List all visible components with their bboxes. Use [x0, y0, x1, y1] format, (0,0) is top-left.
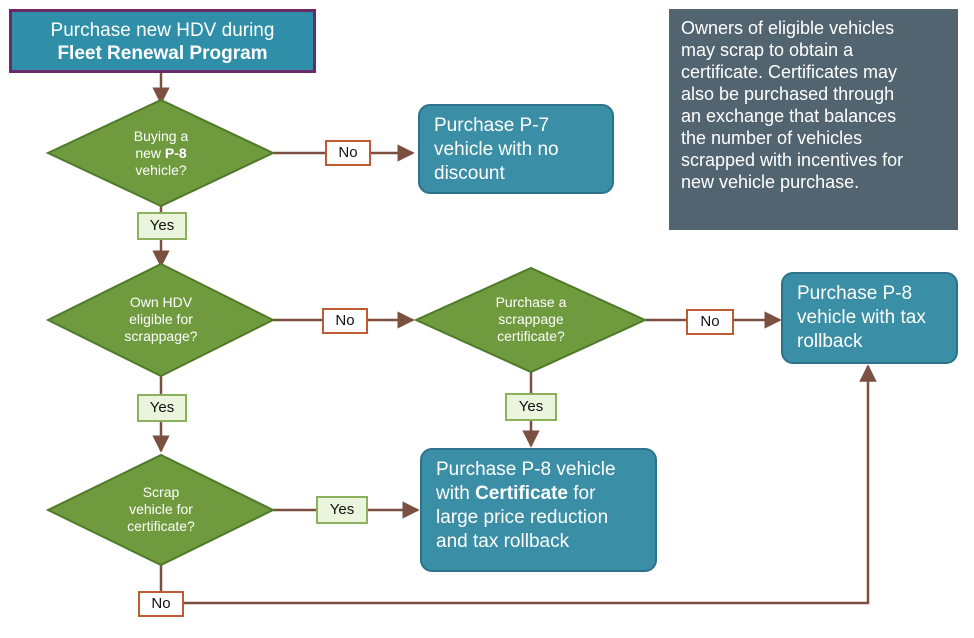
- no-label-scrap: No: [138, 591, 184, 617]
- note-line: certificate. Certificates may: [681, 62, 898, 82]
- decision-line: eligible for: [129, 311, 193, 327]
- decision-line: scrappage?: [124, 328, 198, 344]
- note-line: new vehicle purchase.: [681, 172, 860, 192]
- outcome-line: large price reduction: [436, 507, 609, 528]
- note-line: the number of vehicles: [681, 128, 863, 148]
- note-line: Owners of eligible vehicles: [681, 18, 895, 38]
- decision-own-hdv-diamond[interactable]: [45, 262, 276, 378]
- connector-scrap-no-to-p8-tax: [159, 364, 877, 605]
- title-box[interactable]: Purchase new HDV during Fleet Renewal Pr…: [9, 9, 316, 73]
- outcome-line: discount: [434, 163, 505, 184]
- decision-purchase-cert-diamond[interactable]: [413, 266, 648, 374]
- title-line-1: Purchase new HDV during: [50, 20, 275, 41]
- outcome-line-suffix: for: [568, 483, 596, 504]
- outcome-line: vehicle with no: [434, 139, 559, 160]
- outcome-line: vehicle with tax: [797, 307, 926, 328]
- decision-line: Scrap: [142, 484, 180, 500]
- decision-scrap-vehicle-text: Scrap vehicle for certificate?: [100, 484, 222, 535]
- yes-label-scrap: Yes: [316, 496, 368, 524]
- note-line: also be purchased through: [681, 84, 895, 104]
- outcome-line: rollback: [797, 331, 863, 352]
- decision-line: Purchase a: [495, 294, 567, 310]
- yes-label-own-hdv: Yes: [137, 394, 187, 422]
- decision-line-prefix: new: [135, 145, 165, 161]
- note-line: may scrap to obtain a: [681, 40, 854, 60]
- no-label-buying: No: [325, 140, 371, 166]
- title-line-2: Fleet Renewal Program: [57, 43, 268, 64]
- decision-buying-p8-text: Buying a new P-8 vehicle?: [100, 128, 222, 179]
- outcome-line: and tax rollback: [436, 531, 570, 552]
- no-label-own-hdv: No: [322, 308, 368, 334]
- note-box: Owners of eligible vehicles may scrap to…: [669, 9, 958, 230]
- outcome-p7-box[interactable]: Purchase P-7 vehicle with no discount: [418, 104, 614, 194]
- decision-line: Own HDV: [129, 294, 193, 310]
- decision-line: scrappage: [498, 311, 564, 327]
- p8-bold: P-8: [164, 145, 187, 161]
- note-line: an exchange that balances: [681, 106, 897, 126]
- outcome-line: Purchase P-8: [797, 283, 913, 304]
- yes-label-buying: Yes: [137, 212, 187, 240]
- decision-line: certificate?: [127, 518, 195, 534]
- decision-scrap-vehicle-diamond[interactable]: [45, 453, 276, 567]
- decision-line: vehicle?: [135, 162, 187, 178]
- outcome-p8-tax-box[interactable]: Purchase P-8 vehicle with tax rollback: [781, 272, 958, 364]
- decision-line: certificate?: [497, 328, 565, 344]
- outcome-line-prefix: with: [436, 483, 476, 504]
- decision-line: vehicle for: [129, 501, 193, 517]
- decision-own-hdv-text: Own HDV eligible for scrappage?: [100, 294, 222, 345]
- decision-purchase-cert-text: Purchase a scrappage certificate?: [468, 294, 594, 345]
- note-line: scrapped with incentives for: [681, 150, 904, 170]
- certificate-bold: Certificate: [475, 483, 568, 504]
- decision-line: Buying a: [133, 128, 189, 144]
- no-label-purchase-cert: No: [686, 309, 734, 335]
- outcome-p8-cert-box[interactable]: Purchase P-8 vehicle with Certificate fo…: [420, 448, 657, 572]
- outcome-line: Purchase P-7: [434, 115, 550, 136]
- outcome-line: Purchase P-8 vehicle: [436, 459, 616, 480]
- decision-buying-p8-diamond[interactable]: [45, 98, 276, 208]
- yes-label-purchase-cert: Yes: [505, 393, 557, 421]
